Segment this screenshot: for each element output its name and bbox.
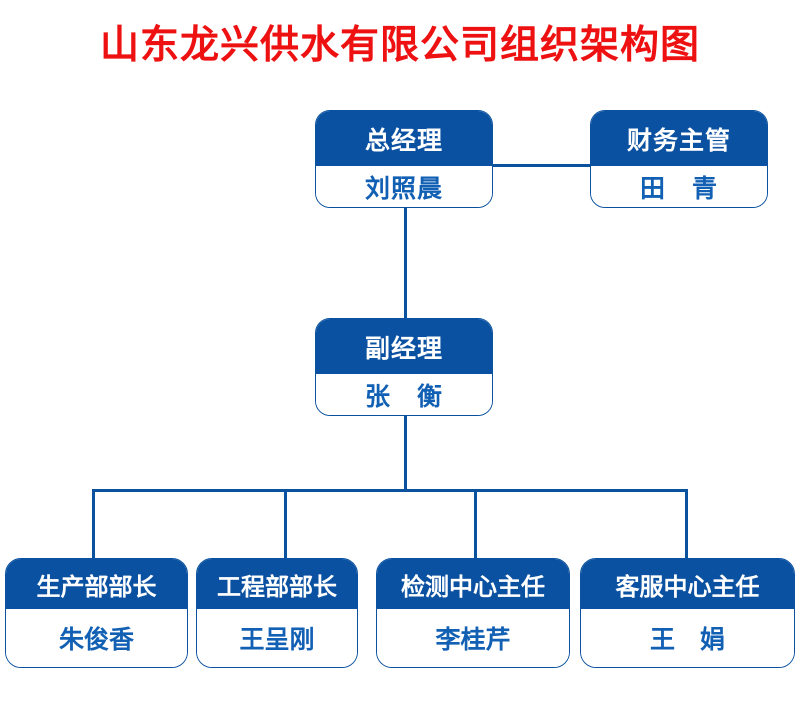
connector-horizontal-bus: [92, 489, 688, 492]
page-title: 山东龙兴供水有限公司组织架构图: [99, 23, 700, 68]
org-node-general-manager[interactable]: 总经理 刘照晨: [315, 110, 493, 208]
org-node-title: 客服中心主任: [581, 559, 794, 609]
org-node-title: 总经理: [316, 111, 492, 166]
org-node-service-center-director[interactable]: 客服中心主任 王 娟: [580, 558, 795, 668]
org-node-title: 生产部部长: [6, 559, 187, 609]
org-node-person-name: 朱俊香: [6, 609, 187, 667]
org-node-person-name: 刘照晨: [316, 166, 492, 207]
org-node-engineering-head[interactable]: 工程部部长 王呈刚: [196, 558, 358, 668]
org-node-deputy-manager[interactable]: 副经理 张 衡: [315, 318, 493, 416]
org-node-person-name: 张 衡: [316, 374, 492, 415]
org-node-title: 财务主管: [591, 111, 767, 166]
connector-deputy-to-bus: [404, 414, 407, 492]
org-node-title: 检测中心主任: [377, 559, 569, 609]
connector-drop-production: [92, 489, 95, 560]
org-node-title: 工程部部长: [197, 559, 357, 609]
connector-general-manager-to-finance: [491, 164, 592, 167]
org-node-person-name: 田 青: [591, 166, 767, 207]
org-node-title: 副经理: [316, 319, 492, 374]
connector-general-manager-to-deputy: [404, 206, 407, 320]
connector-drop-engineering: [284, 489, 287, 560]
org-node-finance-supervisor[interactable]: 财务主管 田 青: [590, 110, 768, 208]
org-node-production-head[interactable]: 生产部部长 朱俊香: [5, 558, 188, 668]
org-node-person-name: 王 娟: [581, 609, 794, 667]
connector-drop-testing-center: [474, 489, 477, 560]
org-node-testing-center-director[interactable]: 检测中心主任 李桂芹: [376, 558, 570, 668]
org-node-person-name: 李桂芹: [377, 609, 569, 667]
connector-drop-service-center: [685, 489, 688, 560]
org-node-person-name: 王呈刚: [197, 609, 357, 667]
